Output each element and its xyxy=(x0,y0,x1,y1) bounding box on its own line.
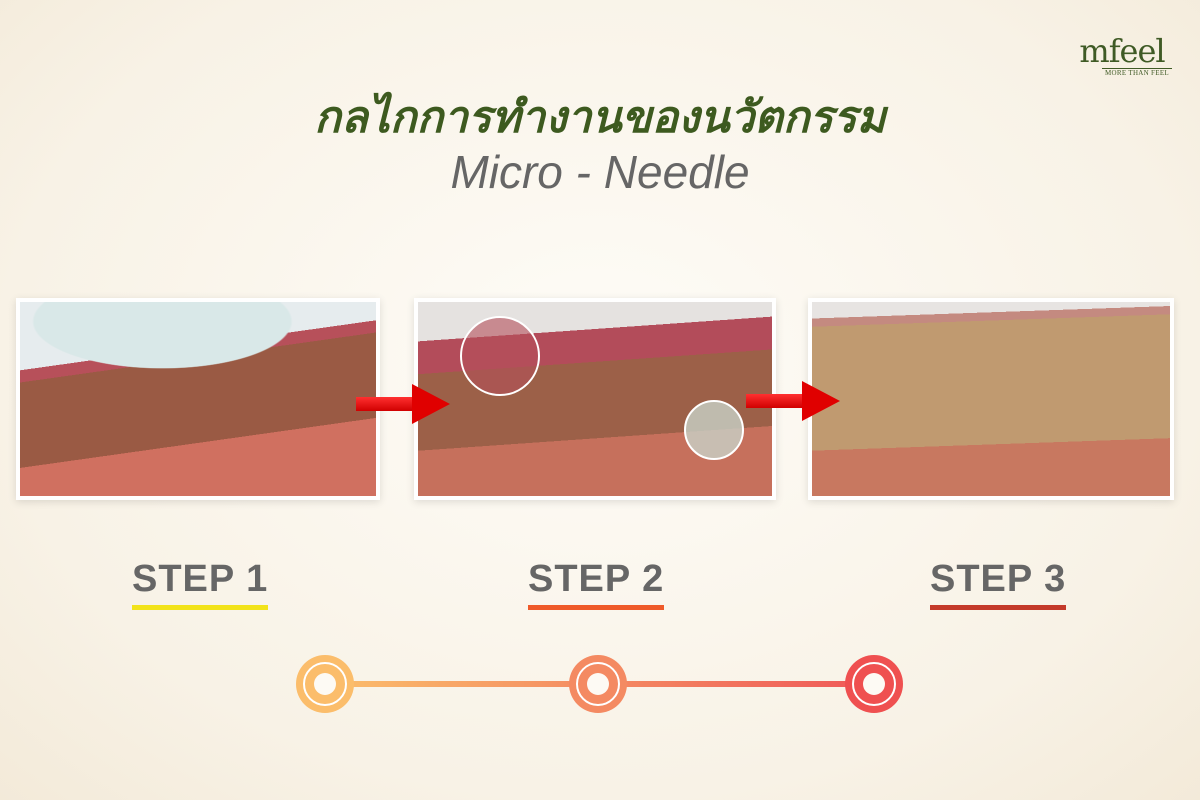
step-3-image xyxy=(808,298,1174,500)
step-1-image xyxy=(16,298,380,500)
step-1-label: STEP 1 xyxy=(132,558,269,610)
timeline-node-1 xyxy=(296,655,354,713)
microneedle-zoom-bubble xyxy=(684,400,744,460)
step-2-label: STEP 2 xyxy=(528,558,665,610)
page-subtitle: Micro - Needle xyxy=(450,146,750,198)
page-title: กลไกการทำงานของนวัตกรรม xyxy=(314,92,886,143)
timeline-node-3 xyxy=(845,655,903,713)
logo-brand: mfeel xyxy=(1079,32,1165,70)
mfeel-logo: mfeel MORE THAN FEEL xyxy=(1072,34,1172,77)
needle-zoom-bubble xyxy=(460,316,540,396)
logo-tagline: MORE THAN FEEL xyxy=(1102,68,1172,77)
timeline-node-2 xyxy=(569,655,627,713)
step-2-image xyxy=(414,298,776,500)
step-3-label: STEP 3 xyxy=(930,558,1067,610)
